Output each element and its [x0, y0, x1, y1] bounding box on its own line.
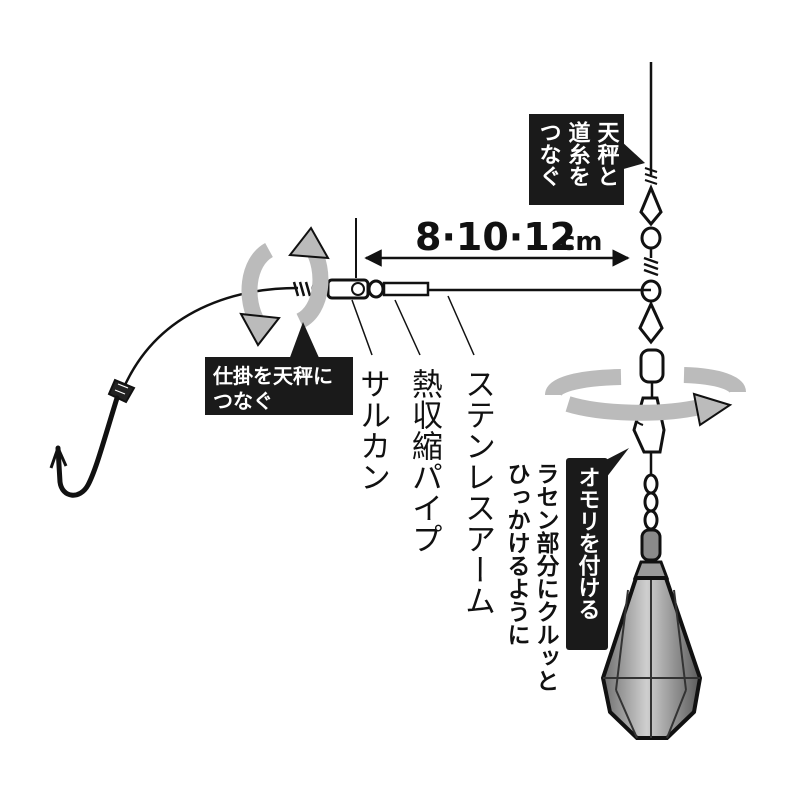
callout-rig-connect-line1: 仕掛を天秤に	[212, 364, 333, 388]
sinker-icon	[600, 452, 703, 740]
sinker-note-col1: ラセン部分にクルッと	[532, 462, 560, 692]
callout-tenbin-line: 天秤と 道糸を つなぐ	[529, 114, 645, 205]
callout-rig-connect-line2: つなぐ	[213, 389, 273, 413]
snap-swivel-icon	[639, 184, 663, 303]
fishing-hook-icon	[49, 395, 120, 498]
dimension-line	[355, 218, 630, 278]
rotate-ellipse-icon	[545, 367, 746, 427]
callout-rig-connect: 仕掛を天秤に つなぐ	[205, 322, 353, 415]
callout-sinker: オモリを付ける	[566, 448, 629, 650]
sinker-note-col2: ひっかけるように	[503, 462, 530, 646]
callout-sinker-text: オモリを付ける	[575, 466, 601, 620]
lower-snap	[632, 300, 666, 454]
heat-shrink-label: 熱収縮パイプ	[406, 368, 443, 554]
dimension-unit: cm	[560, 227, 603, 257]
stainless-arm-label: ステンレスアーム	[459, 368, 495, 616]
label-leaders	[351, 295, 475, 356]
dimension-value: 8·10·12	[415, 215, 576, 259]
rotate-arrows-icon	[239, 226, 330, 347]
callout-tenbin-line-col3: つなぐ	[536, 121, 561, 187]
callout-tenbin-line-col2: 道糸を	[565, 120, 591, 187]
callout-tenbin-line-col1: 天秤と	[594, 121, 620, 187]
main-line	[644, 62, 658, 185]
swivel-label: サルカン	[354, 368, 390, 492]
